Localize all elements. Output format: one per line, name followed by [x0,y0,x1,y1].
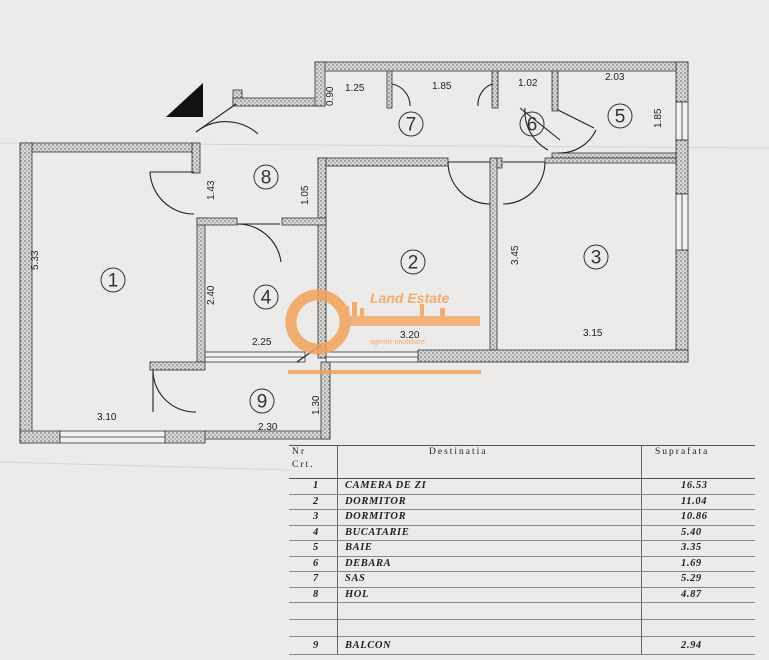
room-number-2: 2 [408,253,419,274]
table-row: 3 DORMITOR 10.86 [289,510,755,526]
row-nr: 8 [313,588,319,600]
dim-bath-height: 1.85 [653,108,664,128]
header-destination: Destinatia [429,447,488,457]
table-row: 2 DORMITOR 11.04 [289,495,755,510]
row-name: CAMERA DE ZI [345,480,427,491]
row-area: 5.29 [681,573,702,584]
table-spacer-row [289,603,755,620]
row-nr: 4 [313,526,319,538]
row-area: 16.53 [681,480,708,491]
room-number-9: 9 [257,392,268,413]
row-nr: 3 [313,511,319,522]
row-nr: 2 [313,495,319,507]
table-row: 5 BAIE 3.35 [289,541,755,557]
row-area: 10.86 [681,511,708,522]
dim-bedroom3-height: 3.45 [510,245,521,265]
row-name: BUCATARIE [345,526,410,538]
table-header: Nr Crt. Destinatia Suprafata [289,445,755,479]
row-name: BAIE [345,542,373,553]
dim-living-height: 5.33 [30,250,41,270]
room-number-4: 4 [261,288,272,309]
room-number-7: 7 [406,115,417,136]
dim-corridor-seg1: 1.25 [345,83,365,94]
row-name: DORMITOR [345,495,407,507]
dim-balcony-width: 2.30 [258,422,278,433]
walls [19,61,689,444]
dim-hall-width: 1.05 [300,185,311,205]
dim-kitchen-height: 2.40 [206,285,217,305]
paper-fold [0,461,291,471]
room-markers: 1 2 3 4 5 6 7 8 9 [100,103,633,414]
row-nr: 5 [313,542,319,553]
watermark-tagline: agentie imobiliare [370,339,425,346]
row-area: 2.94 [681,640,702,651]
room-number-1: 1 [108,271,119,292]
row-name: BALCON [345,640,392,651]
dim-bedroom2-width: 3.20 [400,330,420,341]
watermark-brand: Land Estate [370,290,450,306]
room-number-8: 8 [261,168,272,189]
row-name: DORMITOR [345,511,407,522]
row-nr: 9 [313,640,319,651]
row-nr: 1 [313,480,319,491]
row-nr: 7 [313,573,319,584]
windows [59,101,689,444]
row-nr: 6 [313,557,319,569]
row-area: 4.87 [681,588,702,600]
room-number-5: 5 [615,107,626,128]
dim-bath-width: 2.03 [605,72,625,83]
area-legend-table: Nr Crt. Destinatia Suprafata 1 CAMERA DE… [289,445,755,655]
header-nr: Nr [292,447,307,457]
room-number-6: 6 [527,115,538,136]
dim-corridor-seg2: 1.85 [432,81,452,92]
table-row-balcony: 9 BALCON 2.94 [289,637,755,655]
table-spacer-row [289,620,755,637]
table-divider [641,445,642,655]
dim-balcony-height: 1.30 [311,395,322,415]
dim-kitchen-width: 2.25 [252,337,272,348]
table-divider [337,445,338,655]
row-name: DEBARA [345,557,392,569]
row-name: SAS [345,573,366,584]
row-name: HOL [345,588,369,600]
header-crt: Crt. [292,460,315,470]
row-area: 1.69 [681,557,702,569]
dim-hall-height: 1.43 [206,180,217,200]
dim-bedroom3-width: 3.15 [583,328,603,339]
table-row: 6 DEBARA 1.69 [289,557,755,572]
dimension-labels: 5.33 3.10 1.43 1.05 2.40 2.25 3.20 3.45 … [30,72,664,433]
land-estate-watermark: Land Estate agentie imobiliare [285,289,481,374]
table-row: 7 SAS 5.29 [289,572,755,588]
room-number-3: 3 [591,248,602,269]
dim-living-width: 3.10 [97,412,117,423]
table-row: 8 HOL 4.87 [289,588,755,603]
table-row: 1 CAMERA DE ZI 16.53 [289,479,755,495]
door-swings [149,83,597,413]
dim-corridor-height: 0.90 [325,86,336,106]
north-arrow-icon [166,83,203,117]
header-area: Suprafata [655,447,710,457]
row-area: 3.35 [681,542,702,553]
table-row: 4 BUCATARIE 5.40 [289,526,755,541]
dim-pantry-width: 1.02 [518,78,538,89]
row-area: 5.40 [681,526,702,538]
row-area: 11.04 [681,495,708,507]
